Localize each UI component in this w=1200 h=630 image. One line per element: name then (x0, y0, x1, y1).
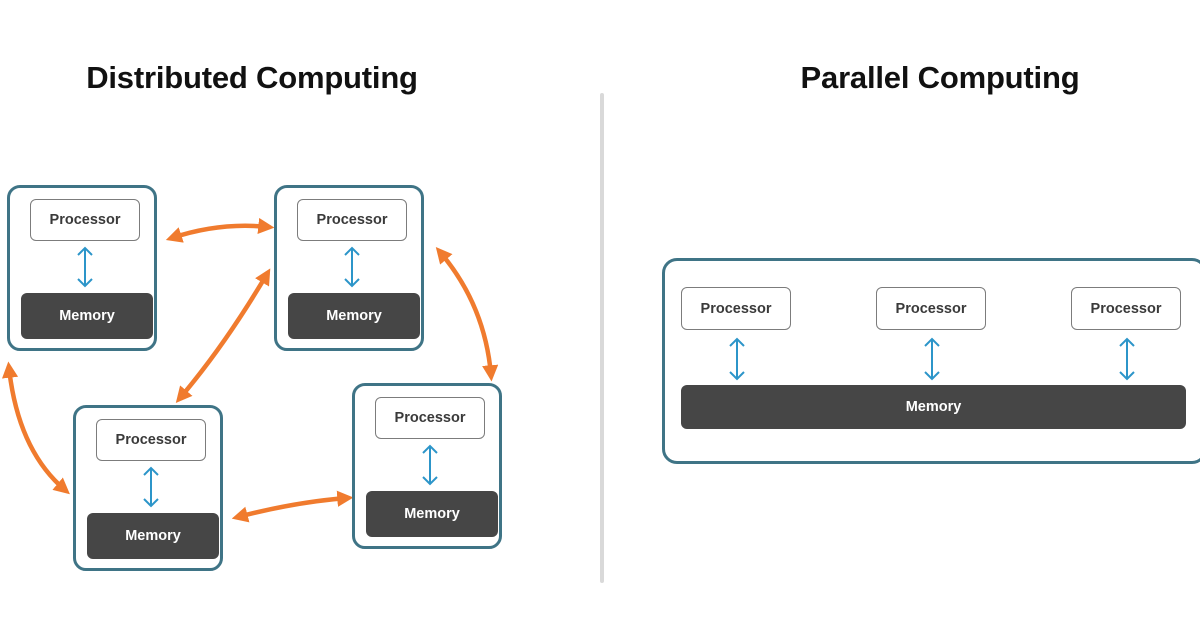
memory-box: Memory (21, 293, 153, 339)
processor-memory-link-icon (77, 246, 93, 288)
distributed-node-3: Processor Memory (73, 405, 223, 571)
processor-memory-link-icon (1119, 337, 1135, 381)
network-arrow-node1-node3 (2, 361, 70, 495)
parallel-processor-3: Processor (1071, 287, 1181, 330)
network-arrow-node1-node2 (165, 217, 275, 243)
processor-memory-link-icon (729, 337, 745, 381)
memory-box: Memory (366, 491, 498, 537)
distributed-node-4: Processor Memory (352, 383, 502, 549)
processor-memory-link-icon (143, 466, 159, 508)
processor-memory-link-icon (344, 246, 360, 288)
memory-box: Memory (288, 293, 420, 339)
processor-box: Processor (297, 199, 407, 241)
processor-box: Processor (30, 199, 140, 241)
network-arrow-node2-node3 (175, 268, 271, 403)
network-arrow-node2-node4 (435, 247, 499, 382)
network-arrow-node3-node4 (231, 490, 354, 523)
section-divider (600, 93, 604, 583)
distributed-computing-title: Distributed Computing (86, 60, 418, 95)
processor-memory-link-icon (422, 444, 438, 486)
processor-memory-link-icon (924, 337, 940, 381)
distributed-node-1: Processor Memory (7, 185, 157, 351)
parallel-processor-1: Processor (681, 287, 791, 330)
parallel-processor-2: Processor (876, 287, 986, 330)
shared-memory-box: Memory (681, 385, 1186, 429)
processor-box: Processor (96, 419, 206, 461)
processor-box: Processor (375, 397, 485, 439)
memory-box: Memory (87, 513, 219, 559)
distributed-node-2: Processor Memory (274, 185, 424, 351)
parallel-system-box: Processor Processor Processor Memory (662, 258, 1200, 464)
parallel-computing-title: Parallel Computing (800, 60, 1080, 95)
